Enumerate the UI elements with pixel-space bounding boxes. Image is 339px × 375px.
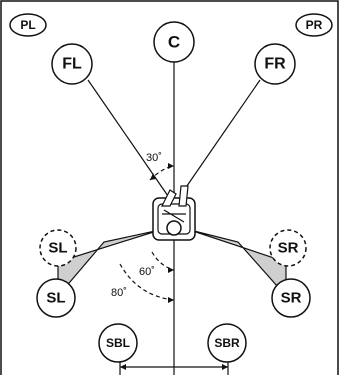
speaker-surround-right-label: SR: [281, 290, 302, 307]
speaker-surround-right-alt-label: SR: [278, 240, 299, 257]
arc-arrowheads: [120, 163, 228, 370]
speaker-front-right-label: FR: [264, 56, 286, 73]
arrowhead: [222, 364, 228, 370]
pl-marker: PL: [9, 13, 47, 37]
angle-label-30: 30˚: [146, 152, 162, 164]
speaker-front-left: FL: [51, 43, 93, 85]
speaker-center: C: [153, 21, 195, 63]
speaker-surround-back-right-label: SBR: [214, 336, 240, 350]
arrowhead: [168, 297, 174, 303]
speaker-center-label: C: [168, 33, 180, 52]
arrowhead: [168, 267, 174, 273]
speaker-surround-left: SL: [36, 278, 76, 318]
front-left-line: [87, 79, 169, 197]
pr-marker: PR: [295, 13, 333, 37]
speaker-surround-back-left: SBL: [98, 323, 138, 363]
pr-label: PR: [306, 18, 323, 32]
speaker-surround-left-alt-label: SL: [48, 240, 67, 257]
speaker-surround-left-label: SL: [46, 290, 65, 307]
arrowhead: [120, 364, 126, 370]
speaker-surround-right-alt: SR: [269, 229, 307, 267]
arrowhead: [168, 163, 174, 169]
speaker-surround-back-right: SBR: [207, 323, 247, 363]
front-right-line: [179, 79, 261, 197]
speaker-surround-back-left-label: SBL: [106, 336, 130, 350]
speaker-front-left-label: FL: [62, 56, 82, 73]
arc-60: [151, 251, 175, 271]
angle-label-80: 80˚: [111, 287, 127, 299]
arrowhead: [150, 173, 156, 180]
angle-label-60: 60˚: [139, 266, 155, 278]
speaker-front-right: FR: [254, 43, 296, 85]
pl-label: PL: [20, 18, 35, 32]
speaker-surround-left-alt: SL: [39, 229, 77, 267]
listener-in-chair-icon: [152, 185, 196, 241]
speaker-surround-right: SR: [271, 278, 311, 318]
